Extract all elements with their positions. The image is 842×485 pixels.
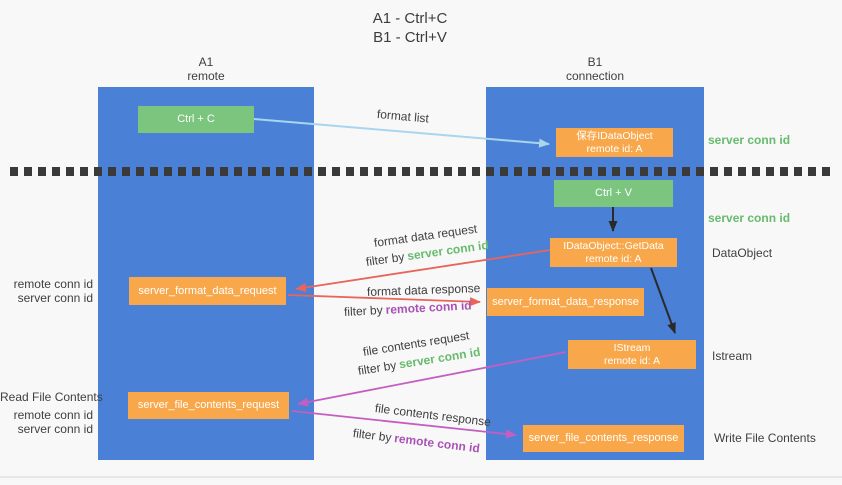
label-server-conn-id-save: server conn id	[708, 133, 791, 147]
node-istream-title: IStream	[613, 341, 651, 354]
label-conn-ids-format: remote conn id server conn id	[0, 277, 93, 305]
label-conn-ids-file: remote conn id server conn id	[0, 408, 93, 436]
node-server-format-data-request: server_format_data_request	[129, 277, 286, 305]
node-getdata-title: IDataObject::GetData	[563, 239, 664, 252]
node-server-file-contents-request: server_file_contents_request	[128, 392, 289, 419]
label-remote-conn-id-format: remote conn id	[13, 277, 93, 291]
caption-format-data-response: format data response	[366, 281, 481, 299]
node-server-file-contents-response: server_file_contents_response	[523, 425, 684, 452]
node-file-request-label: server_file_contents_request	[137, 399, 280, 411]
label-write-file-contents: Write File Contents	[714, 431, 816, 445]
window-bottom-edge	[0, 476, 842, 478]
node-save-idataobject-remote-id: remote id: A	[586, 142, 643, 155]
label-server-conn-id-format: server conn id	[17, 291, 93, 305]
node-idataobject-getdata: IDataObject::GetData remote id: A	[550, 238, 677, 267]
label-istream: Istream	[712, 349, 753, 363]
node-save-idataobject: 保存IDataObject remote id: A	[556, 128, 673, 157]
node-ctrl-c-label: Ctrl + C	[177, 113, 215, 125]
filter-by-text: filter by	[356, 358, 398, 378]
column-b1-id: B1	[587, 55, 603, 69]
diagram-title: A1 - Ctrl+C B1 - Ctrl+V	[0, 9, 820, 47]
node-ctrl-v-label: Ctrl + V	[595, 187, 632, 199]
caption-format-list: format list	[376, 107, 430, 126]
node-save-idataobject-title: 保存IDataObject	[576, 129, 653, 142]
node-getdata-remote-id: remote id: A	[585, 252, 642, 265]
node-ctrl-c: Ctrl + C	[138, 106, 254, 133]
node-istream: IStream remote id: A	[568, 340, 696, 369]
copy-paste-phase-divider	[10, 167, 834, 176]
column-b1-role: connection	[565, 69, 625, 83]
node-server-format-data-response: server_format_data_response	[487, 288, 644, 316]
filter-remote-conn-id: remote conn id	[385, 298, 472, 317]
caption-file-contents-response: file contents response	[374, 401, 492, 430]
label-remote-conn-id-file: remote conn id	[13, 408, 93, 422]
column-a1-role: remote	[187, 69, 225, 83]
node-format-response-label: server_format_data_response	[492, 295, 639, 308]
column-header-b1: B1 connection	[486, 55, 704, 83]
filter-by-text: filter by	[352, 426, 393, 445]
column-a1-id: A1	[198, 55, 214, 69]
node-file-response-label: server_file_contents_response	[528, 432, 679, 444]
node-ctrl-v: Ctrl + V	[554, 180, 673, 207]
filter-by-text: filter by	[343, 302, 384, 319]
filter-by-text: filter by	[365, 249, 406, 269]
column-header-a1: A1 remote	[98, 55, 314, 83]
node-format-request-label: server_format_data_request	[138, 284, 277, 297]
label-dataobject: DataObject	[712, 246, 773, 260]
label-server-conn-id-file: server conn id	[17, 422, 93, 436]
label-server-conn-id-paste: server conn id	[708, 211, 791, 225]
title-line-ctrl-c: A1 - Ctrl+C	[372, 10, 448, 27]
caption-filter-remote-conn-id-file: filter byremote conn id	[352, 426, 480, 455]
filter-remote-conn-id: remote conn id	[393, 431, 481, 456]
title-line-ctrl-v: B1 - Ctrl+V	[373, 29, 447, 46]
label-read-file-contents: Read File Contents	[0, 390, 103, 404]
node-istream-remote-id: remote id: A	[603, 354, 661, 367]
